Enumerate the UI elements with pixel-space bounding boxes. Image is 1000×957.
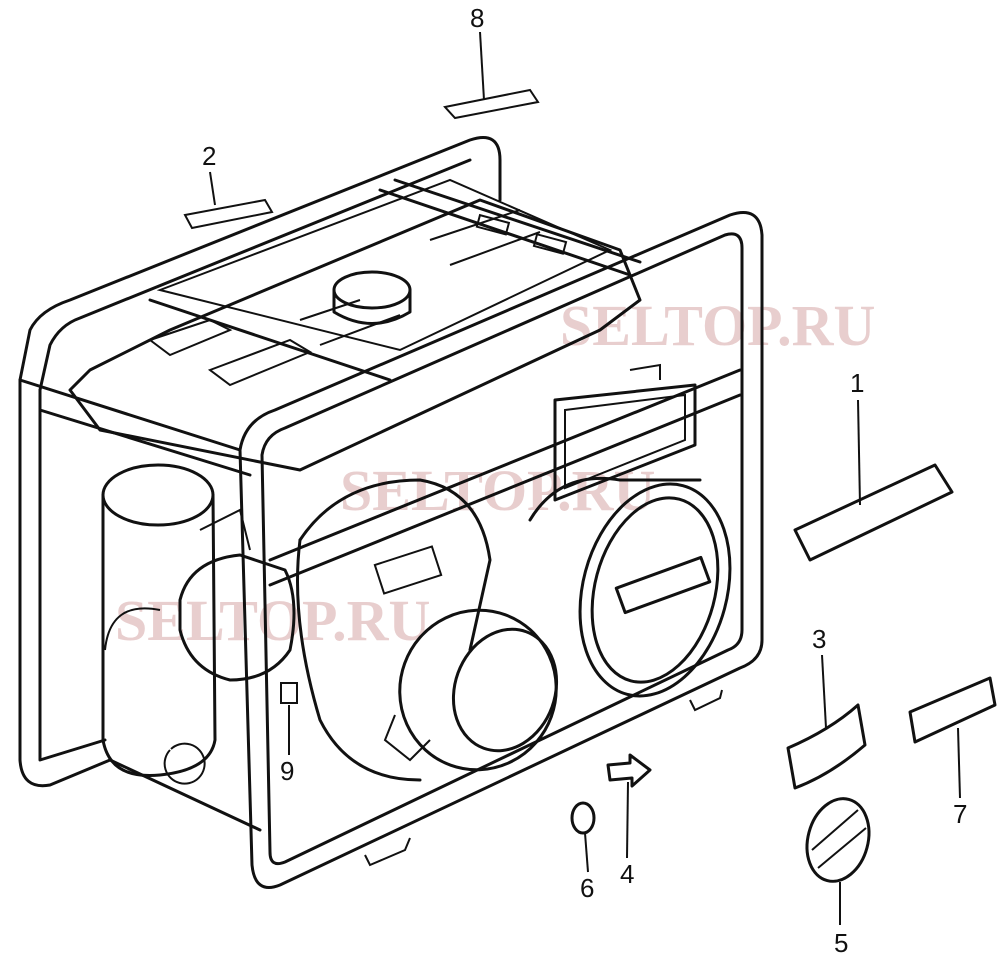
small-square-label	[280, 682, 298, 704]
callout-4: 4	[620, 859, 634, 889]
watermark: SELTOP.RU	[115, 588, 430, 653]
callout-2: 2	[202, 141, 216, 171]
watermark: SELTOP.RU	[560, 293, 875, 358]
callout-9: 9	[280, 756, 294, 786]
callout-1: 1	[850, 368, 864, 398]
callout-8: 8	[470, 3, 484, 33]
leader-lines	[209, 31, 961, 925]
callout-3: 3	[812, 624, 826, 654]
callout-6: 6	[580, 873, 594, 903]
pump-frame	[18, 136, 764, 889]
round-label	[805, 797, 871, 883]
engine	[68, 178, 732, 785]
arrow-label	[606, 753, 652, 788]
callout-5: 5	[834, 928, 848, 957]
curved-label	[786, 703, 867, 790]
label-plate-right	[793, 463, 954, 562]
small-oval-label	[570, 801, 596, 835]
label-top	[443, 88, 540, 120]
loose-parts	[183, 88, 997, 883]
rect-label	[908, 676, 997, 744]
label-top-left	[183, 198, 274, 230]
callout-7: 7	[953, 799, 967, 829]
